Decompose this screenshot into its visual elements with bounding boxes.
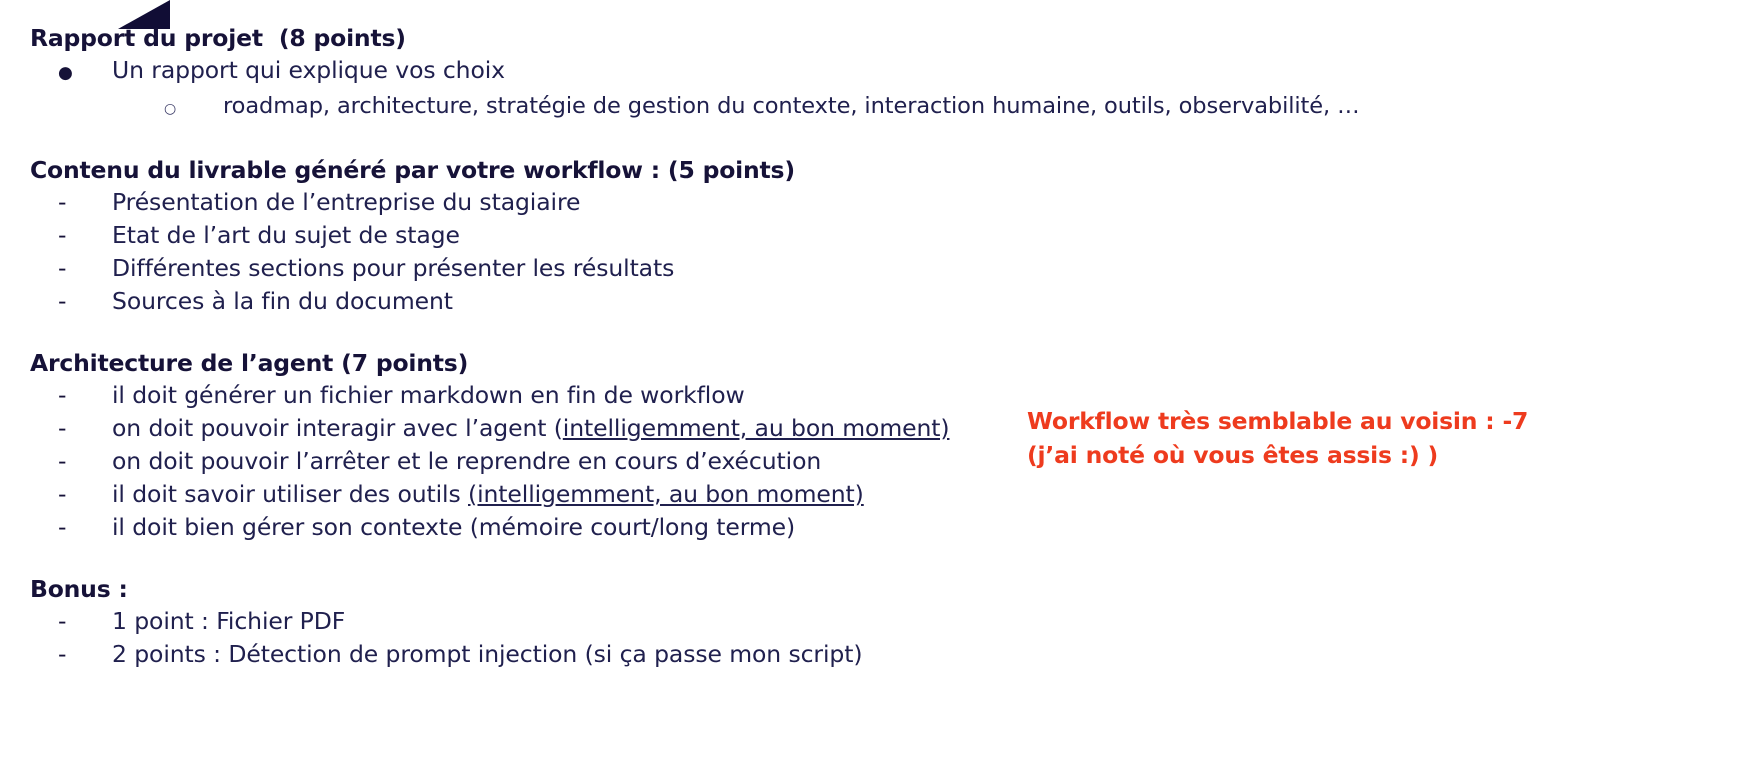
section-heading: Rapport du projet (8 points) [30,24,406,52]
annotation-line-2: (j’ai noté où vous êtes assis :) ) [1027,441,1439,469]
bullet-list: - il doit générer un fichier markdown en… [30,379,1030,544]
list-item-underlined-label: intelligemment, au bon moment) [562,414,950,442]
section-heading: Bonus : [30,575,128,603]
list-item-label: on doit pouvoir l’arrêter et le reprendr… [112,447,822,475]
section-bonus: Bonus : - 1 point : Fichier PDF - 2 poin… [30,573,1030,671]
list-item-label: on doit pouvoir interagir avec l’agent ( [112,414,563,442]
list-item-label: il doit bien gérer son contexte (mémoire… [112,513,796,541]
list-item: - 2 points : Détection de prompt injecti… [30,638,1030,671]
list-item: - il doit savoir utiliser des outils (in… [30,478,1030,511]
bullet-list: ● Un rapport qui explique vos choix ○ ro… [30,54,1360,125]
slide-body: Rapport du projet (8 points) ● Un rappor… [30,22,1360,690]
list-item: - Présentation de l’entreprise du stagia… [30,186,1030,219]
dash-marker-icon: - [58,381,67,409]
list-item: - il doit bien gérer son contexte (mémoi… [30,511,1030,544]
list-item-underlined-label: (intelligemment, au bon moment) [468,480,864,508]
section-architecture-de-lagent: Architecture de l’agent (7 points) - il … [30,347,1030,544]
dash-marker-icon: - [58,221,67,249]
dash-marker-icon: - [58,287,67,315]
list-item-label: Présentation de l’entreprise du stagiair… [112,188,581,216]
dash-marker-icon: - [58,188,67,216]
list-item: - 1 point : Fichier PDF [30,605,1030,638]
list-item-label: 2 points : Détection de prompt injection… [112,640,863,668]
list-item-label: Sources à la fin du document [112,287,453,315]
dash-marker-icon: - [58,607,67,635]
dash-marker-icon: - [58,640,67,668]
dash-marker-icon: - [58,480,67,508]
list-item: - Etat de l’art du sujet de stage [30,219,1030,252]
list-item-label: il doit savoir utiliser des outils [112,480,468,508]
list-item: - il doit générer un fichier markdown en… [30,379,1030,412]
bullet-list: - 1 point : Fichier PDF - 2 points : Dét… [30,605,1030,671]
dash-marker-icon: - [58,254,67,282]
section-heading: Architecture de l’agent (7 points) [30,349,469,377]
list-item-label: 1 point : Fichier PDF [112,607,346,635]
list-item-label: Un rapport qui explique vos choix [112,56,505,84]
list-item-label: il doit générer un fichier markdown en f… [112,381,745,409]
list-item: - on doit pouvoir l’arrêter et le repren… [30,445,1030,478]
section-rapport-du-projet: Rapport du projet (8 points) ● Un rappor… [30,22,1360,125]
instructor-annotation: Workflow très semblable au voisin : -7 (… [1027,404,1587,472]
section-contenu-du-livrable: Contenu du livrable généré par votre wor… [30,154,1030,318]
section-heading: Contenu du livrable généré par votre wor… [30,156,795,184]
list-item-label: roadmap, architecture, stratégie de gest… [223,93,1360,119]
list-item-label: Etat de l’art du sujet de stage [112,221,460,249]
dash-marker-icon: - [58,447,67,475]
list-item: ○ roadmap, architecture, stratégie de ge… [30,90,1360,125]
dash-marker-icon: - [58,513,67,541]
list-item: - on doit pouvoir interagir avec l’agent… [30,412,1030,445]
bullet-circle-icon: ○ [164,101,177,117]
list-item: - Sources à la fin du document [30,285,1030,318]
list-item: - Différentes sections pour présenter le… [30,252,1030,285]
list-item: ● Un rapport qui explique vos choix [30,54,1030,90]
list-item-label: Différentes sections pour présenter les … [112,254,675,282]
annotation-line-1: Workflow très semblable au voisin : -7 [1027,407,1529,435]
bullet-disc-icon: ● [58,63,73,83]
bullet-list: - Présentation de l’entreprise du stagia… [30,186,1030,318]
dash-marker-icon: - [58,414,67,442]
